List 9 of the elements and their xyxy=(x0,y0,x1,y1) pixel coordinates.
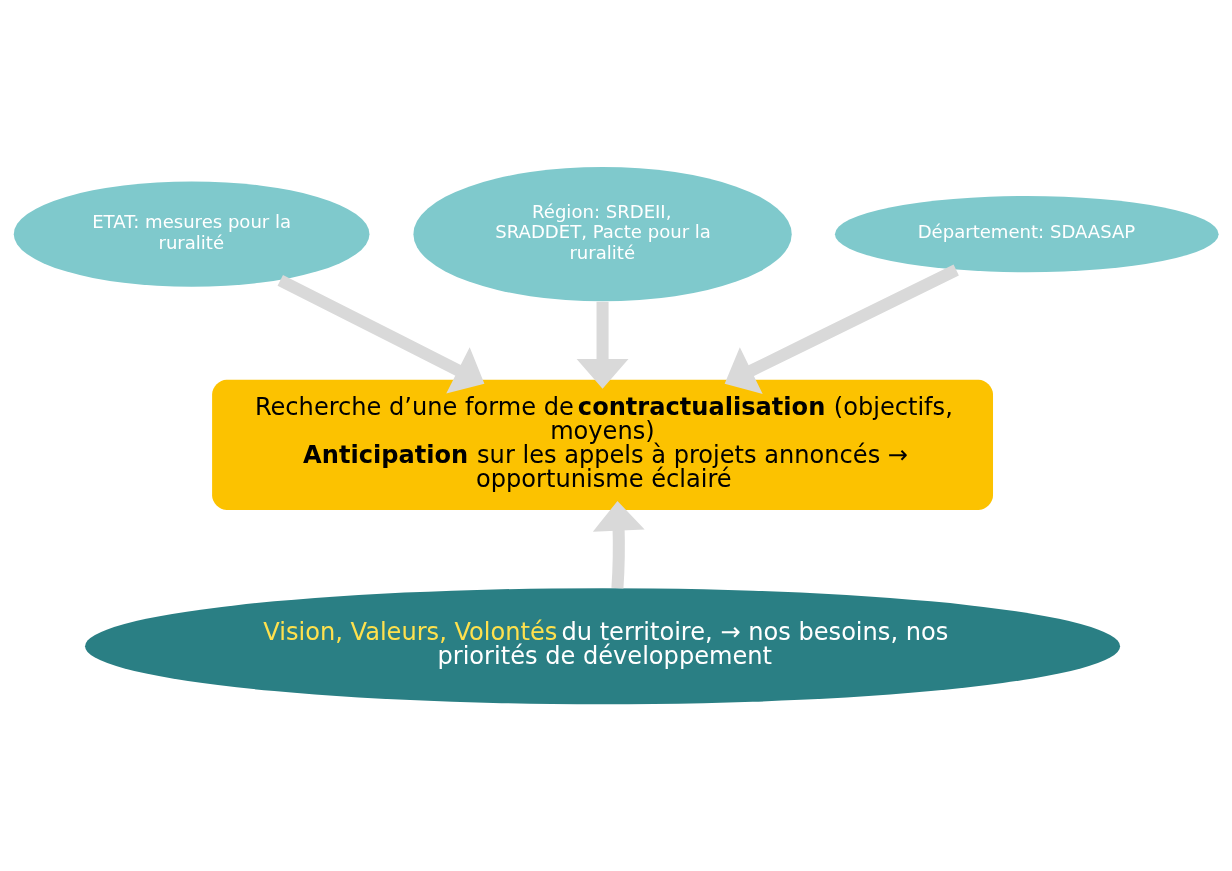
arrow xyxy=(592,501,645,589)
node-ellipse: Région: SRDEII, SRADDET, Pacte pour la ruralité xyxy=(413,167,792,302)
node-ellipse: Département: SDAASAP xyxy=(834,196,1219,273)
node-ellipse: Vision, Valeurs, Volontés du territoire, → nos besoins, nos priorités de développement xyxy=(85,588,1121,705)
arrow xyxy=(576,301,629,389)
arrow xyxy=(277,274,485,394)
node-ellipse: ETAT: mesures pour la ruralité xyxy=(13,181,370,287)
arrow xyxy=(724,264,959,394)
node-box: Recherche d’une forme de contractualisation (objectifs, moyens) Anticipation sur les appels à projets annoncés → opportunisme éclairé xyxy=(212,379,994,510)
